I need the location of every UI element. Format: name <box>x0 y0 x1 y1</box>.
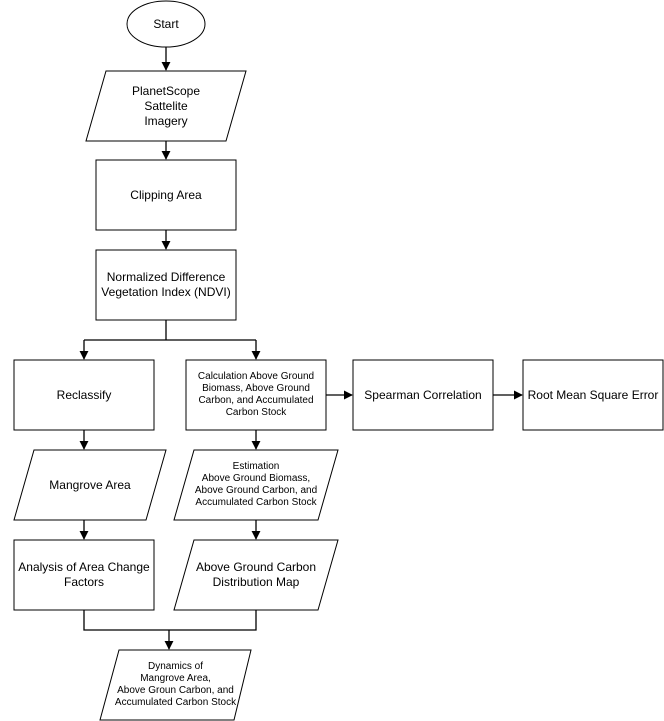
ndvi-label: Normalized Difference Vegetation Index (… <box>101 270 231 299</box>
spearman-process-box <box>352 359 494 431</box>
connector-merge <box>83 610 257 649</box>
dynamics-output-shape <box>99 649 252 721</box>
analysis-process-box <box>13 539 155 611</box>
clipping-process-box <box>95 159 237 231</box>
distribution-map-output-shape <box>173 539 339 611</box>
estimation-output-shape <box>173 449 339 521</box>
dynamics-label: Dynamics of Mangrove Area, Above Groun C… <box>114 661 237 708</box>
mangrove-area-label: Mangrove Area <box>49 477 131 492</box>
reclassify-label: Reclassify <box>56 387 112 402</box>
spearman-label: Spearman Correlation <box>364 387 482 402</box>
mangrove-area-output-shape <box>13 449 167 521</box>
analysis-label: Analysis of Area Change Factors <box>18 560 150 589</box>
clipping-label: Clipping Area <box>130 187 202 202</box>
imagery-label: PlanetScope Sattelite Imagery <box>131 83 201 128</box>
imagery-input-shape <box>85 70 247 142</box>
estimation-label: Estimation Above Ground Biomass, Above G… <box>194 461 318 508</box>
calculation-label: Calculation Above Ground Biomass, Above … <box>197 371 315 418</box>
reclassify-process-box <box>13 359 155 431</box>
connector-ndvi-split <box>84 320 256 341</box>
start-label: Start <box>153 16 179 31</box>
ndvi-process-box <box>95 249 237 321</box>
distribution-map-label: Above Ground Carbon Distribution Map <box>195 560 317 589</box>
rmse-label: Root Mean Square Error <box>527 387 659 402</box>
rmse-process-box <box>522 359 664 431</box>
